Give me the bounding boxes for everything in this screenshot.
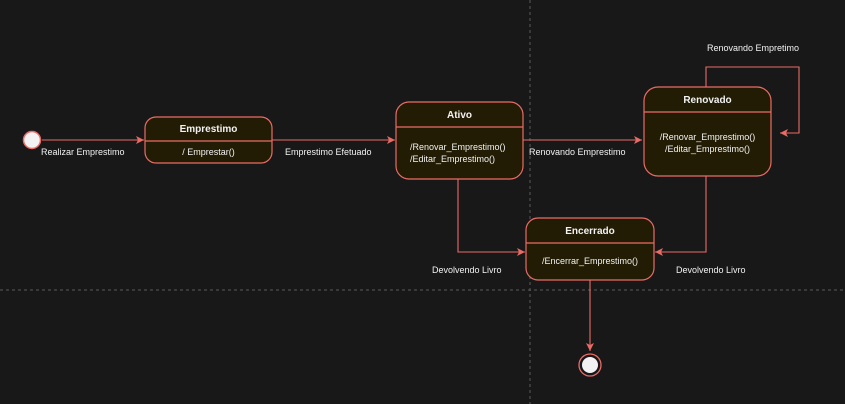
state-renovado-title: Renovado	[683, 95, 731, 106]
state-emprestimo-title: Emprestimo	[180, 124, 238, 135]
edge-label-devolvendo-livro-renovado: Devolvendo Livro	[676, 265, 746, 275]
final-state-outer[interactable]	[578, 353, 602, 377]
edge-label-devolvendo-livro-ativo: Devolvendo Livro	[432, 265, 502, 275]
state-renovado-action-1: /Renovar_Emprestimo()	[660, 132, 756, 142]
edge-label-renovando-empretimo: Renovando Empretimo	[707, 43, 799, 53]
state-ativo-action-2: /Editar_Emprestimo()	[410, 154, 495, 164]
state-ativo[interactable]: Ativo /Renovar_Emprestimo() /Editar_Empr…	[395, 101, 524, 180]
edge-label-renovando-emprestimo: Renovando Emprestimo	[529, 147, 626, 157]
state-ativo-action-1: /Renovar_Emprestimo()	[410, 142, 506, 152]
state-encerrado-title: Encerrado	[565, 226, 614, 237]
edge-renovado-self[interactable]	[705, 66, 800, 137]
initial-state[interactable]	[22, 130, 42, 150]
state-emprestimo[interactable]: Emprestimo / Emprestar()	[144, 116, 273, 164]
edge-label-emprestimo-efetuado: Emprestimo Efetuado	[285, 147, 372, 157]
final-state-inner	[582, 357, 598, 373]
edge-ativo-to-encerrado[interactable]	[457, 179, 525, 256]
state-encerrado-action-1: /Encerrar_Emprestimo()	[542, 256, 638, 266]
state-emprestimo-action-1: / Emprestar()	[182, 147, 235, 157]
state-renovado[interactable]: Renovado /Renovar_Emprestimo() /Editar_E…	[643, 86, 772, 177]
state-ativo-title: Ativo	[447, 110, 472, 121]
state-renovado-action-2: /Editar_Emprestimo()	[665, 144, 750, 154]
edge-renovado-to-encerrado[interactable]	[655, 176, 707, 256]
edge-label-realizar-emprestimo: Realizar Emprestimo	[41, 147, 125, 157]
state-encerrado[interactable]: Encerrado /Encerrar_Emprestimo()	[525, 217, 655, 281]
